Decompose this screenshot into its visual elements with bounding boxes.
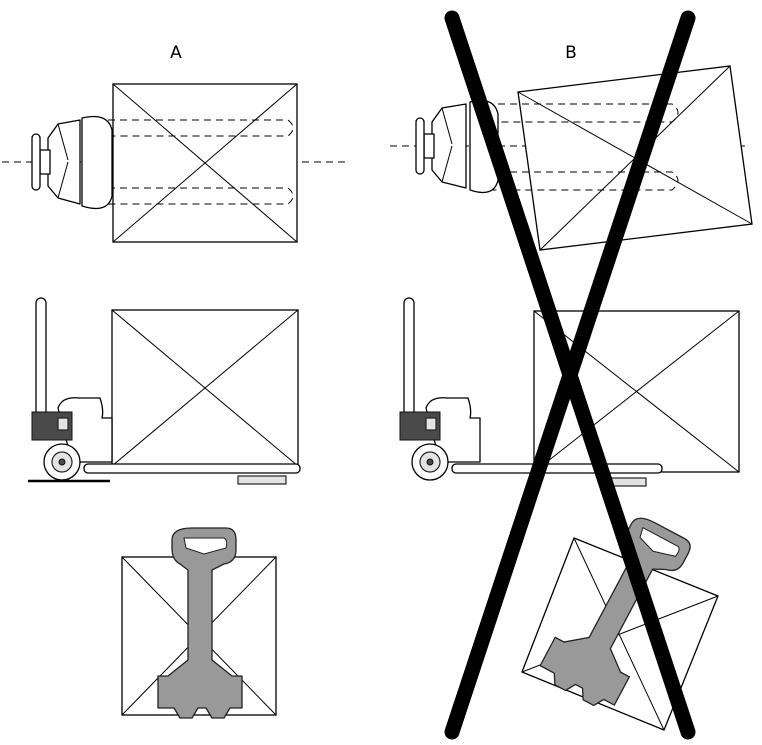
b-top-hub [423, 133, 435, 159]
label-b: B [565, 43, 577, 63]
b-top-view [390, 65, 753, 251]
a-top-fork-lower [96, 187, 294, 205]
a-bottom-pallet-jack [157, 527, 243, 719]
b-top-handle-grip [415, 117, 425, 175]
a-top-hub [39, 149, 51, 175]
label-a: A [170, 43, 182, 63]
a-top-motor [47, 119, 81, 205]
b-side-handle [403, 297, 415, 417]
a-side-handle [35, 297, 47, 417]
b-top-fork-lower [486, 171, 679, 191]
b-top-motor [431, 103, 467, 189]
prohibited-x-icon [444, 10, 696, 740]
a-bottom-view [121, 527, 277, 719]
a-top-chassis [81, 115, 113, 210]
a-side-roller [237, 475, 287, 485]
b-top-fork-upper [486, 103, 679, 123]
a-top-fork-upper [96, 119, 294, 137]
a-side-view [28, 297, 301, 485]
b-side-fork [451, 463, 663, 474]
a-top-handle-grip [31, 133, 41, 191]
b-bottom-pallet-jack [539, 517, 691, 707]
a-side-fork [83, 463, 301, 474]
a-top-view [2, 83, 346, 243]
